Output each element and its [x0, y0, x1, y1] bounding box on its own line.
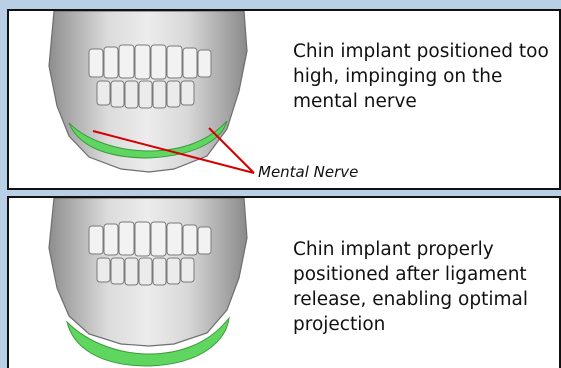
- skull-illustration-top: [9, 11, 289, 190]
- caption-proper: Chin implant properly positioned after l…: [293, 237, 558, 337]
- skull-illustration-bottom: [9, 198, 289, 368]
- caption-too-high: Chin implant positioned too high, imping…: [293, 39, 558, 114]
- panel-implant-proper: Chin implant properly positioned after l…: [7, 196, 561, 368]
- panel-implant-too-high: Chin implant positioned too high, imping…: [7, 9, 561, 190]
- mental-nerve-label: Mental Nerve: [258, 163, 358, 181]
